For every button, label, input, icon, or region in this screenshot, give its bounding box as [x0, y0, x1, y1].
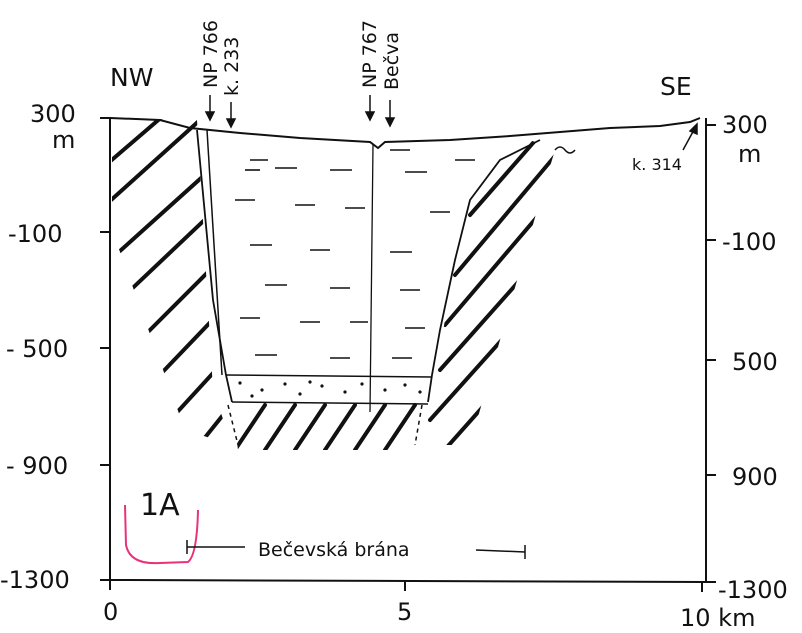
clay-fill-pattern — [235, 149, 475, 359]
extent-bracket — [186, 540, 526, 559]
surface-tilde — [554, 146, 576, 154]
left-tick-minus1300: -1300 — [0, 566, 70, 594]
borehole-np766-elevation: k. 233 — [221, 37, 243, 96]
borehole-np767-name: NP 767 — [359, 20, 381, 88]
right-axis — [705, 118, 716, 583]
left-unit: m — [52, 126, 75, 154]
bedrock-hatch-right — [428, 140, 555, 445]
left-tick-300: 300 — [30, 100, 76, 128]
peak-arrow — [682, 122, 698, 151]
right-tick-300: 300 — [722, 111, 768, 139]
fault-marks — [227, 404, 423, 446]
basin-outline — [196, 129, 541, 413]
direction-se: SE — [660, 72, 692, 101]
extent-label: Bečevská brána — [258, 539, 410, 561]
direction-nw: NW — [110, 63, 153, 92]
right-tick-1300: -1300 — [718, 576, 788, 604]
terrain-surface — [109, 117, 701, 150]
left-tick-minus900: - 900 — [6, 452, 68, 480]
right-tick-900: 900 — [732, 463, 778, 491]
right-unit: m — [738, 140, 761, 168]
left-tick-minus500: - 500 — [6, 335, 68, 363]
bedrock-hatch-left — [112, 118, 232, 445]
bottom-tick-0: 0 — [103, 598, 118, 626]
borehole-arrows — [204, 95, 396, 129]
right-tick-100: -100 — [722, 228, 776, 256]
bottom-tick-10km: 10 km — [680, 604, 755, 632]
left-tick-minus100: -100 — [8, 220, 62, 248]
borehole-np767-location: Bečva — [381, 32, 403, 90]
left-axis — [100, 117, 111, 581]
bedrock-hatch-bottom — [233, 403, 417, 450]
figure-annotation-mark — [124, 504, 199, 565]
right-tick-500: 500 — [732, 348, 778, 376]
bottom-axis — [109, 579, 707, 592]
bottom-tick-5: 5 — [397, 598, 412, 626]
sand-layer-pattern — [238, 380, 422, 398]
figure-id: 1A — [140, 488, 180, 523]
borehole-np766-name: NP 766 — [200, 20, 222, 88]
peak-label: k. 314 — [632, 155, 682, 174]
